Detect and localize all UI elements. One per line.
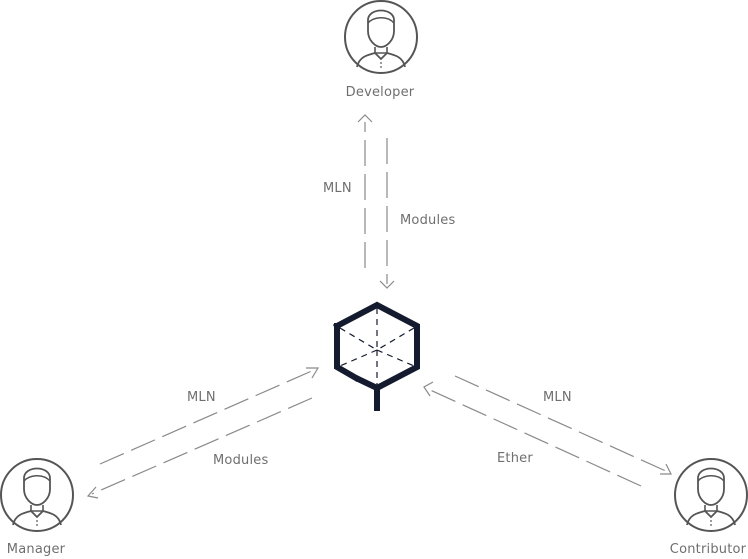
contributor-ether-label: Ether: [497, 451, 533, 466]
developer-mln-label: MLN: [323, 181, 352, 196]
cube-logo-icon: [332, 301, 420, 411]
contributor-label: Contributor: [669, 542, 747, 557]
manager-mln-arrow: [99, 367, 320, 465]
contributor-mln-label: MLN: [543, 390, 572, 405]
contributor-avatar-icon: [674, 458, 748, 532]
manager-mln-label: MLN: [187, 390, 216, 405]
contributor-mln-arrow: [454, 375, 672, 475]
developer-label: Developer: [345, 85, 415, 100]
developer-modules-label: Modules: [400, 213, 456, 228]
developer-avatar-icon: [344, 0, 418, 74]
manager-modules-arrow: [86, 397, 313, 499]
manager-label: Manager: [6, 542, 66, 557]
manager-modules-label: Modules: [213, 453, 269, 468]
developer-modules-arrow: [379, 138, 395, 289]
developer-mln-arrow: [357, 114, 373, 268]
contributor-ether-arrow: [423, 381, 642, 487]
manager-avatar-icon: [0, 458, 74, 532]
